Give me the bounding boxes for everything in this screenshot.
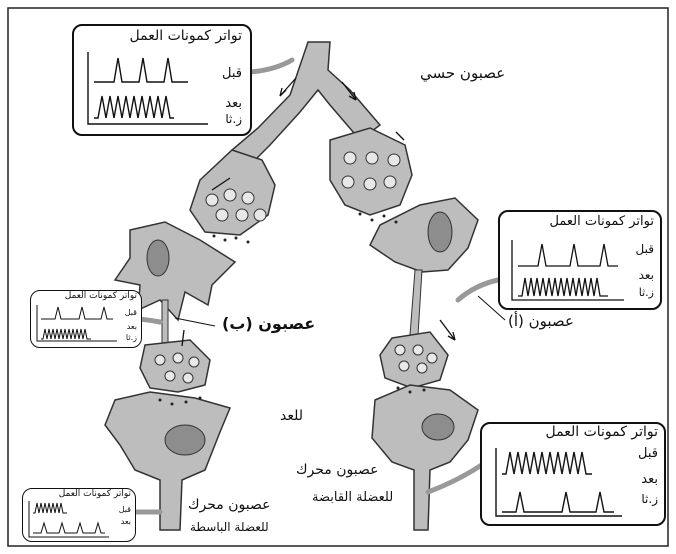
motor-neuron-flexor-body xyxy=(372,385,478,530)
graph-box-top: تواتر كمونات العمل قبل بعد ز.ثا xyxy=(72,24,252,136)
graph-title: تواتر كمونات العمل xyxy=(546,424,658,440)
graph-box-left: تواتر كمونات العمل قبل بعد ز.ثا xyxy=(30,290,142,348)
graph-title: تواتر كمونات العمل xyxy=(59,489,131,499)
before-trace xyxy=(33,503,67,513)
before-trace xyxy=(94,58,188,82)
after-trace xyxy=(502,492,614,512)
sensory-neuron-label: عصبون حسي xyxy=(420,64,505,82)
graph-box-right: تواتر كمونات العمل قبل بعد ز.ثا xyxy=(498,210,662,310)
trace-plot xyxy=(508,236,628,302)
before-label: قبل xyxy=(638,446,658,461)
extensor-muscle-label: للعضلة الباسطة xyxy=(190,520,269,534)
synaptic-terminal-right xyxy=(330,128,412,215)
neuron-a-terminal xyxy=(380,332,448,388)
after-label: بعد xyxy=(225,96,242,111)
motor-neuron-extensor-label: عصبون محرك xyxy=(188,497,270,513)
unit-label: ز.ثا xyxy=(126,333,137,342)
neuron-b-label: عصبون (ب) xyxy=(222,314,315,333)
graph-title: تواتر كمونات العمل xyxy=(65,291,137,301)
after-label: بعد xyxy=(127,322,137,331)
graph-box-bottom-left: تواتر كمونات العمل قبل بعد xyxy=(22,488,136,542)
before-trace xyxy=(502,452,592,474)
trace-plot xyxy=(492,444,626,520)
neuron-b-nucleus xyxy=(147,240,169,276)
unit-label: ز.ثا xyxy=(641,492,658,506)
after-trace xyxy=(33,523,105,533)
neuron-b-terminal xyxy=(140,340,210,392)
after-trace xyxy=(41,329,91,339)
after-label: بعد xyxy=(639,268,654,282)
graph-title: تواتر كمونات العمل xyxy=(130,28,242,44)
before-label: قبل xyxy=(119,505,131,514)
before-label: قبل xyxy=(222,66,242,81)
motor-neuron-flexor-nucleus xyxy=(422,414,454,440)
after-trace xyxy=(94,96,174,118)
graph-box-bottom-right: تواتر كمونات العمل قبل بعد ز.ثا xyxy=(480,422,666,526)
graph-title: تواتر كمونات العمل xyxy=(550,214,654,229)
before-label: قبل xyxy=(636,242,654,256)
neuron-b-axon xyxy=(162,300,168,345)
unit-label: ز.ثا xyxy=(639,286,654,299)
before-label: قبل xyxy=(125,308,137,317)
after-trace xyxy=(518,278,608,296)
after-label: بعد xyxy=(641,472,658,487)
stray-label: للعد xyxy=(280,408,303,424)
neuron-a-nucleus xyxy=(428,212,452,252)
flexor-muscle-label: للعضلة القابضة xyxy=(312,490,393,505)
before-trace xyxy=(518,244,618,266)
neuron-a-label: عصبون (أ) xyxy=(508,312,574,330)
trace-plot xyxy=(84,48,212,126)
motor-neuron-extensor-nucleus xyxy=(165,425,205,455)
trace-plot xyxy=(35,303,119,343)
after-label: بعد xyxy=(121,517,131,526)
unit-label: ز.ثا xyxy=(225,112,242,126)
before-trace xyxy=(41,307,113,319)
neuron-b-pointer xyxy=(175,318,215,326)
motor-neuron-flexor-label: عصبون محرك xyxy=(296,462,378,478)
trace-plot xyxy=(27,499,111,539)
neuron-a-axon xyxy=(410,270,422,335)
